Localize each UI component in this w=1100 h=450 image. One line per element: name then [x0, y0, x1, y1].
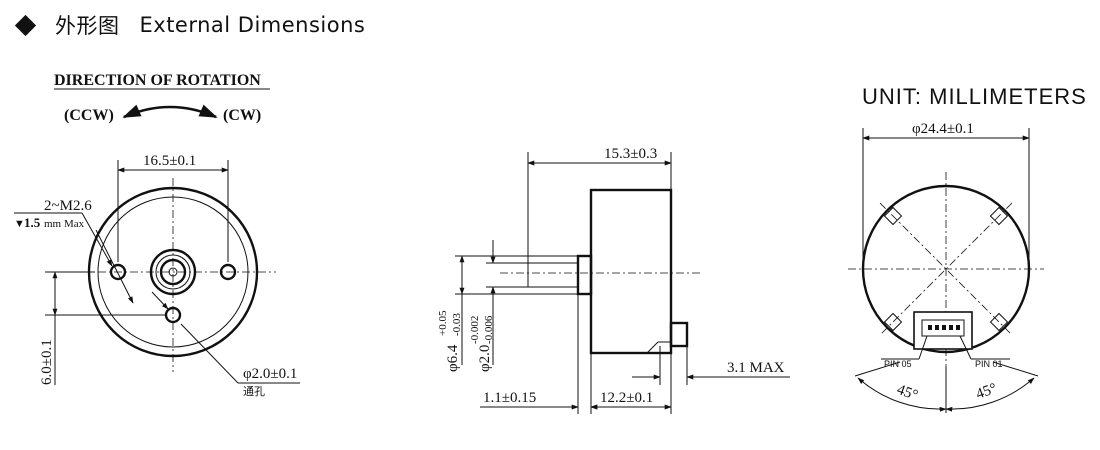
angle-arc-left — [857, 377, 947, 412]
depth-suffix: Max — [64, 218, 85, 230]
depth-symbol-icon: ▼ — [14, 218, 25, 230]
boss-length-label: 1.1±0.15 — [483, 390, 536, 406]
rear-connector-inner — [921, 319, 965, 337]
depth-unit: mm — [44, 218, 62, 230]
pin-right-label: PIN 01 — [975, 359, 1003, 369]
connector-height-label: 3.1 MAX — [727, 360, 785, 376]
thread-label: 2~M2.6 — [44, 198, 92, 214]
side-boss — [576, 254, 593, 296]
rear-pad-bl — [883, 312, 903, 332]
rotation-arrow-icon — [122, 104, 218, 119]
rear-pad-br — [989, 312, 1009, 332]
angle-left-label: 45° — [895, 382, 920, 404]
connector-pin-4 — [949, 325, 953, 330]
thread-leader-1 — [81, 212, 113, 267]
hole-leader-2 — [180, 323, 239, 384]
rear-angle-right-ext — [992, 361, 1039, 377]
rear-diagonal-1 — [879, 202, 1013, 336]
side-connector — [669, 321, 689, 348]
section-header: 外形图 External Dimensions — [12, 8, 365, 42]
cw-label: (CW) — [223, 107, 261, 124]
body-dia-label: φ24.4±0.1 — [912, 121, 974, 137]
rear-pad-tr — [989, 206, 1009, 226]
connector-pin-5 — [956, 325, 960, 330]
boss-tol-upper: +0.05 — [437, 310, 449, 336]
boss-dia-label: φ6.4 — [445, 344, 461, 372]
ccw-label: (CCW) — [64, 107, 114, 124]
pin01-leader — [959, 335, 972, 360]
rotation-block: DIRECTION OF ROTATION (CCW) (CW) — [54, 72, 270, 124]
connector-pin-1 — [928, 325, 932, 330]
angle-right-label: 45° — [974, 381, 999, 403]
length-label: 15.3±0.3 — [604, 146, 657, 162]
rear-angle-left-ext — [854, 361, 901, 377]
connector-pin-3 — [942, 325, 946, 330]
boss-tol-lower: -0.03 — [451, 313, 463, 336]
pin05-leader — [918, 335, 928, 360]
hole-note: 通孔 — [243, 385, 265, 398]
rear-pad-tl — [883, 206, 903, 226]
hole-leader-1 — [151, 291, 169, 310]
front-view: 16.5±0.1 6.0±0.1 2~M2.6 ▼ 1.5 mm Max φ2.… — [14, 153, 300, 398]
hole-dia-label: φ2.0±0.1 — [243, 366, 297, 382]
shaft-tol-upper: -0.002 — [469, 316, 481, 344]
header-title-en: External Dimensions — [139, 13, 366, 37]
thread-leader-2 — [95, 229, 134, 304]
depth-value: 1.5 — [24, 215, 41, 230]
shaft-tol-lower: -0.006 — [483, 315, 495, 344]
rear-diagonal-2 — [879, 202, 1013, 336]
angle-arc-right — [945, 377, 1035, 412]
hole-spacing-label: 16.5±0.1 — [143, 153, 196, 169]
unit-label: UNIT: MILLIMETERS — [862, 84, 1087, 109]
rear-connector — [913, 311, 973, 350]
side-body-chamfer — [646, 341, 659, 354]
connector-pin-2 — [935, 325, 939, 330]
side-body — [589, 188, 673, 355]
header-title-cn: 外形图 — [55, 14, 120, 38]
rotation-heading: DIRECTION OF ROTATION — [54, 72, 261, 89]
side-shaft — [527, 262, 579, 288]
pin-left-label: PIN 05 — [884, 359, 912, 369]
shaft-dia-label: φ2.0 — [477, 345, 493, 372]
offset-label: 6.0±0.1 — [39, 339, 55, 385]
rear-view: UNIT: MILLIMETERS φ24.4±0.1 PIN 05 PIN 0… — [848, 84, 1087, 413]
side-view: 15.3±0.3 φ6.4 +0.05 -0.03 φ2.0 -0.002 -0… — [437, 146, 790, 414]
body-length-label: 12.2±0.1 — [600, 390, 653, 406]
